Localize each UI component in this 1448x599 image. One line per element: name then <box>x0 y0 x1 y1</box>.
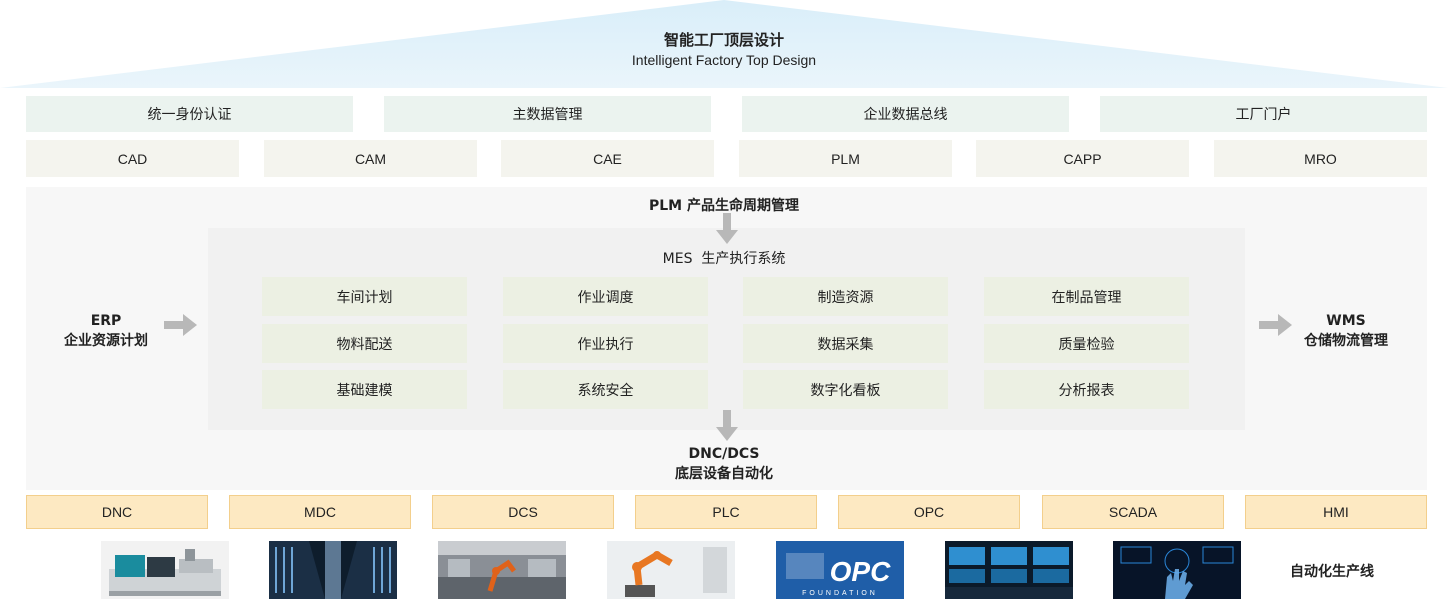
mes-module-resources: 制造资源 <box>743 277 948 316</box>
mes-module-dashboard: 数字化看板 <box>743 370 948 409</box>
automation-box-hmi: HMI <box>1245 495 1427 529</box>
control-room-photo <box>945 541 1073 599</box>
design-box-cae: CAE <box>501 140 714 177</box>
mes-module-quality: 质量检验 <box>984 324 1189 363</box>
server-room-photo <box>269 541 397 599</box>
mes-module-data-collection: 数据采集 <box>743 324 948 363</box>
machine-photo <box>101 541 229 599</box>
automation-box-dnc: DNC <box>26 495 208 529</box>
wms-name: 仓储物流管理 <box>1304 333 1388 349</box>
production-line-label: 自动化生产线 <box>1290 564 1374 580</box>
roof-banner <box>0 0 1448 88</box>
dnc-code: DNC/DCS <box>688 446 760 462</box>
design-box-plm: PLM <box>739 140 952 177</box>
digital-hmi-photo <box>1113 541 1241 599</box>
mes-module-material-delivery: 物料配送 <box>262 324 467 363</box>
wms-label: WMS 仓储物流管理 <box>1296 311 1396 351</box>
mes-module-security: 系统安全 <box>503 370 708 409</box>
wms-code: WMS <box>1326 313 1366 329</box>
mes-module-modeling: 基础建模 <box>262 370 467 409</box>
down-arrow-icon <box>716 213 738 244</box>
right-arrow-icon <box>1259 314 1292 336</box>
erp-code: ERP <box>90 313 122 329</box>
automation-box-mdc: MDC <box>229 495 411 529</box>
design-box-mro: MRO <box>1214 140 1427 177</box>
plm-label: PLM 产品生命周期管理 <box>649 198 799 214</box>
platform-box-portal: 工厂门户 <box>1100 96 1427 132</box>
opc-logo-text: OPC <box>830 556 891 587</box>
factory-floor-photo <box>438 541 566 599</box>
erp-name: 企业资源计划 <box>64 333 148 349</box>
design-box-capp: CAPP <box>976 140 1189 177</box>
opc-logo: OPC FOUNDATION <box>776 541 904 599</box>
automation-box-opc: OPC <box>838 495 1020 529</box>
down-arrow-icon <box>716 410 738 441</box>
mes-module-wip: 在制品管理 <box>984 277 1189 316</box>
platform-box-identity: 统一身份认证 <box>26 96 353 132</box>
automation-box-scada: SCADA <box>1042 495 1224 529</box>
mes-title: MES 生产执行系统 <box>662 251 786 267</box>
platform-box-data-bus: 企业数据总线 <box>742 96 1069 132</box>
diagram-subtitle: Intelligent Factory Top Design <box>631 52 817 68</box>
right-arrow-icon <box>164 314 197 336</box>
mes-module-scheduling: 作业调度 <box>503 277 708 316</box>
automation-box-plc: PLC <box>635 495 817 529</box>
platform-box-master-data: 主数据管理 <box>384 96 711 132</box>
diagram-title: 智能工厂顶层设计 <box>663 31 784 49</box>
mes-module-execution: 作业执行 <box>503 324 708 363</box>
dnc-name: 底层设备自动化 <box>675 466 773 482</box>
mes-module-workshop-plan: 车间计划 <box>262 277 467 316</box>
dnc-label: DNC/DCS 底层设备自动化 <box>0 444 1448 484</box>
mes-module-reports: 分析报表 <box>984 370 1189 409</box>
erp-label: ERP 企业资源计划 <box>56 311 156 351</box>
robot-arm-photo <box>607 541 735 599</box>
automation-box-dcs: DCS <box>432 495 614 529</box>
opc-logo-subtext: FOUNDATION <box>802 590 878 597</box>
design-box-cam: CAM <box>264 140 477 177</box>
design-box-cad: CAD <box>26 140 239 177</box>
